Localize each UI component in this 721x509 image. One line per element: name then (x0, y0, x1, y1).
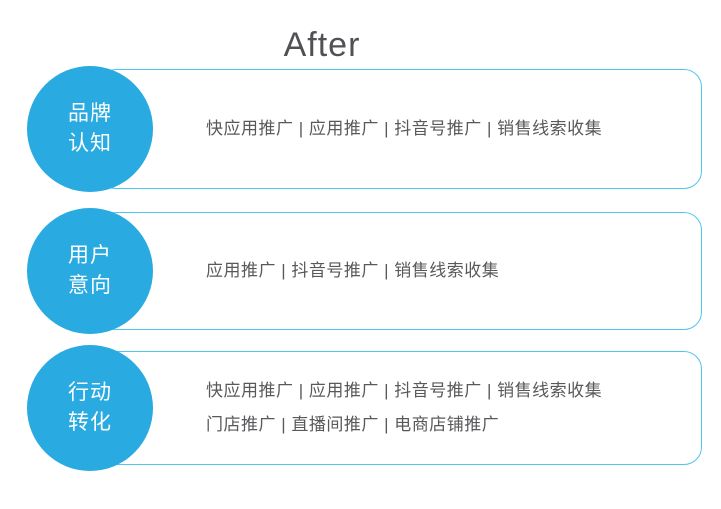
channels-box-brand-awareness: 快应用推广 | 应用推广 | 抖音号推广 | 销售线索收集 (98, 69, 702, 189)
channels-box-action-conversion: 快应用推广 | 应用推广 | 抖音号推广 | 销售线索收集 门店推广 | 直播间… (98, 351, 702, 465)
stage-circle-action-conversion: 行动 转化 (27, 345, 153, 471)
stage-label-line: 认知 (68, 132, 112, 155)
channel-line: 门店推广 | 直播间推广 | 电商店铺推广 (206, 415, 500, 434)
channels-box-user-intent: 应用推广 | 抖音号推广 | 销售线索收集 (98, 212, 702, 330)
channel-line: 快应用推广 | 应用推广 | 抖音号推广 | 销售线索收集 (206, 381, 603, 400)
stage-label-line: 转化 (68, 411, 112, 434)
stage-label-line: 用户 (68, 244, 112, 267)
channel-line: 快应用推广 | 应用推广 | 抖音号推广 | 销售线索收集 (206, 119, 603, 138)
channel-line: 应用推广 | 抖音号推广 | 销售线索收集 (206, 261, 500, 280)
stage-circle-brand-awareness: 品牌 认知 (27, 66, 153, 192)
stage-label-line: 行动 (68, 381, 112, 404)
stage-label-line: 品牌 (68, 102, 112, 125)
stage-circle-user-intent: 用户 意向 (27, 208, 153, 334)
stage-label-line: 意向 (68, 274, 112, 297)
diagram-title: After (283, 26, 361, 64)
